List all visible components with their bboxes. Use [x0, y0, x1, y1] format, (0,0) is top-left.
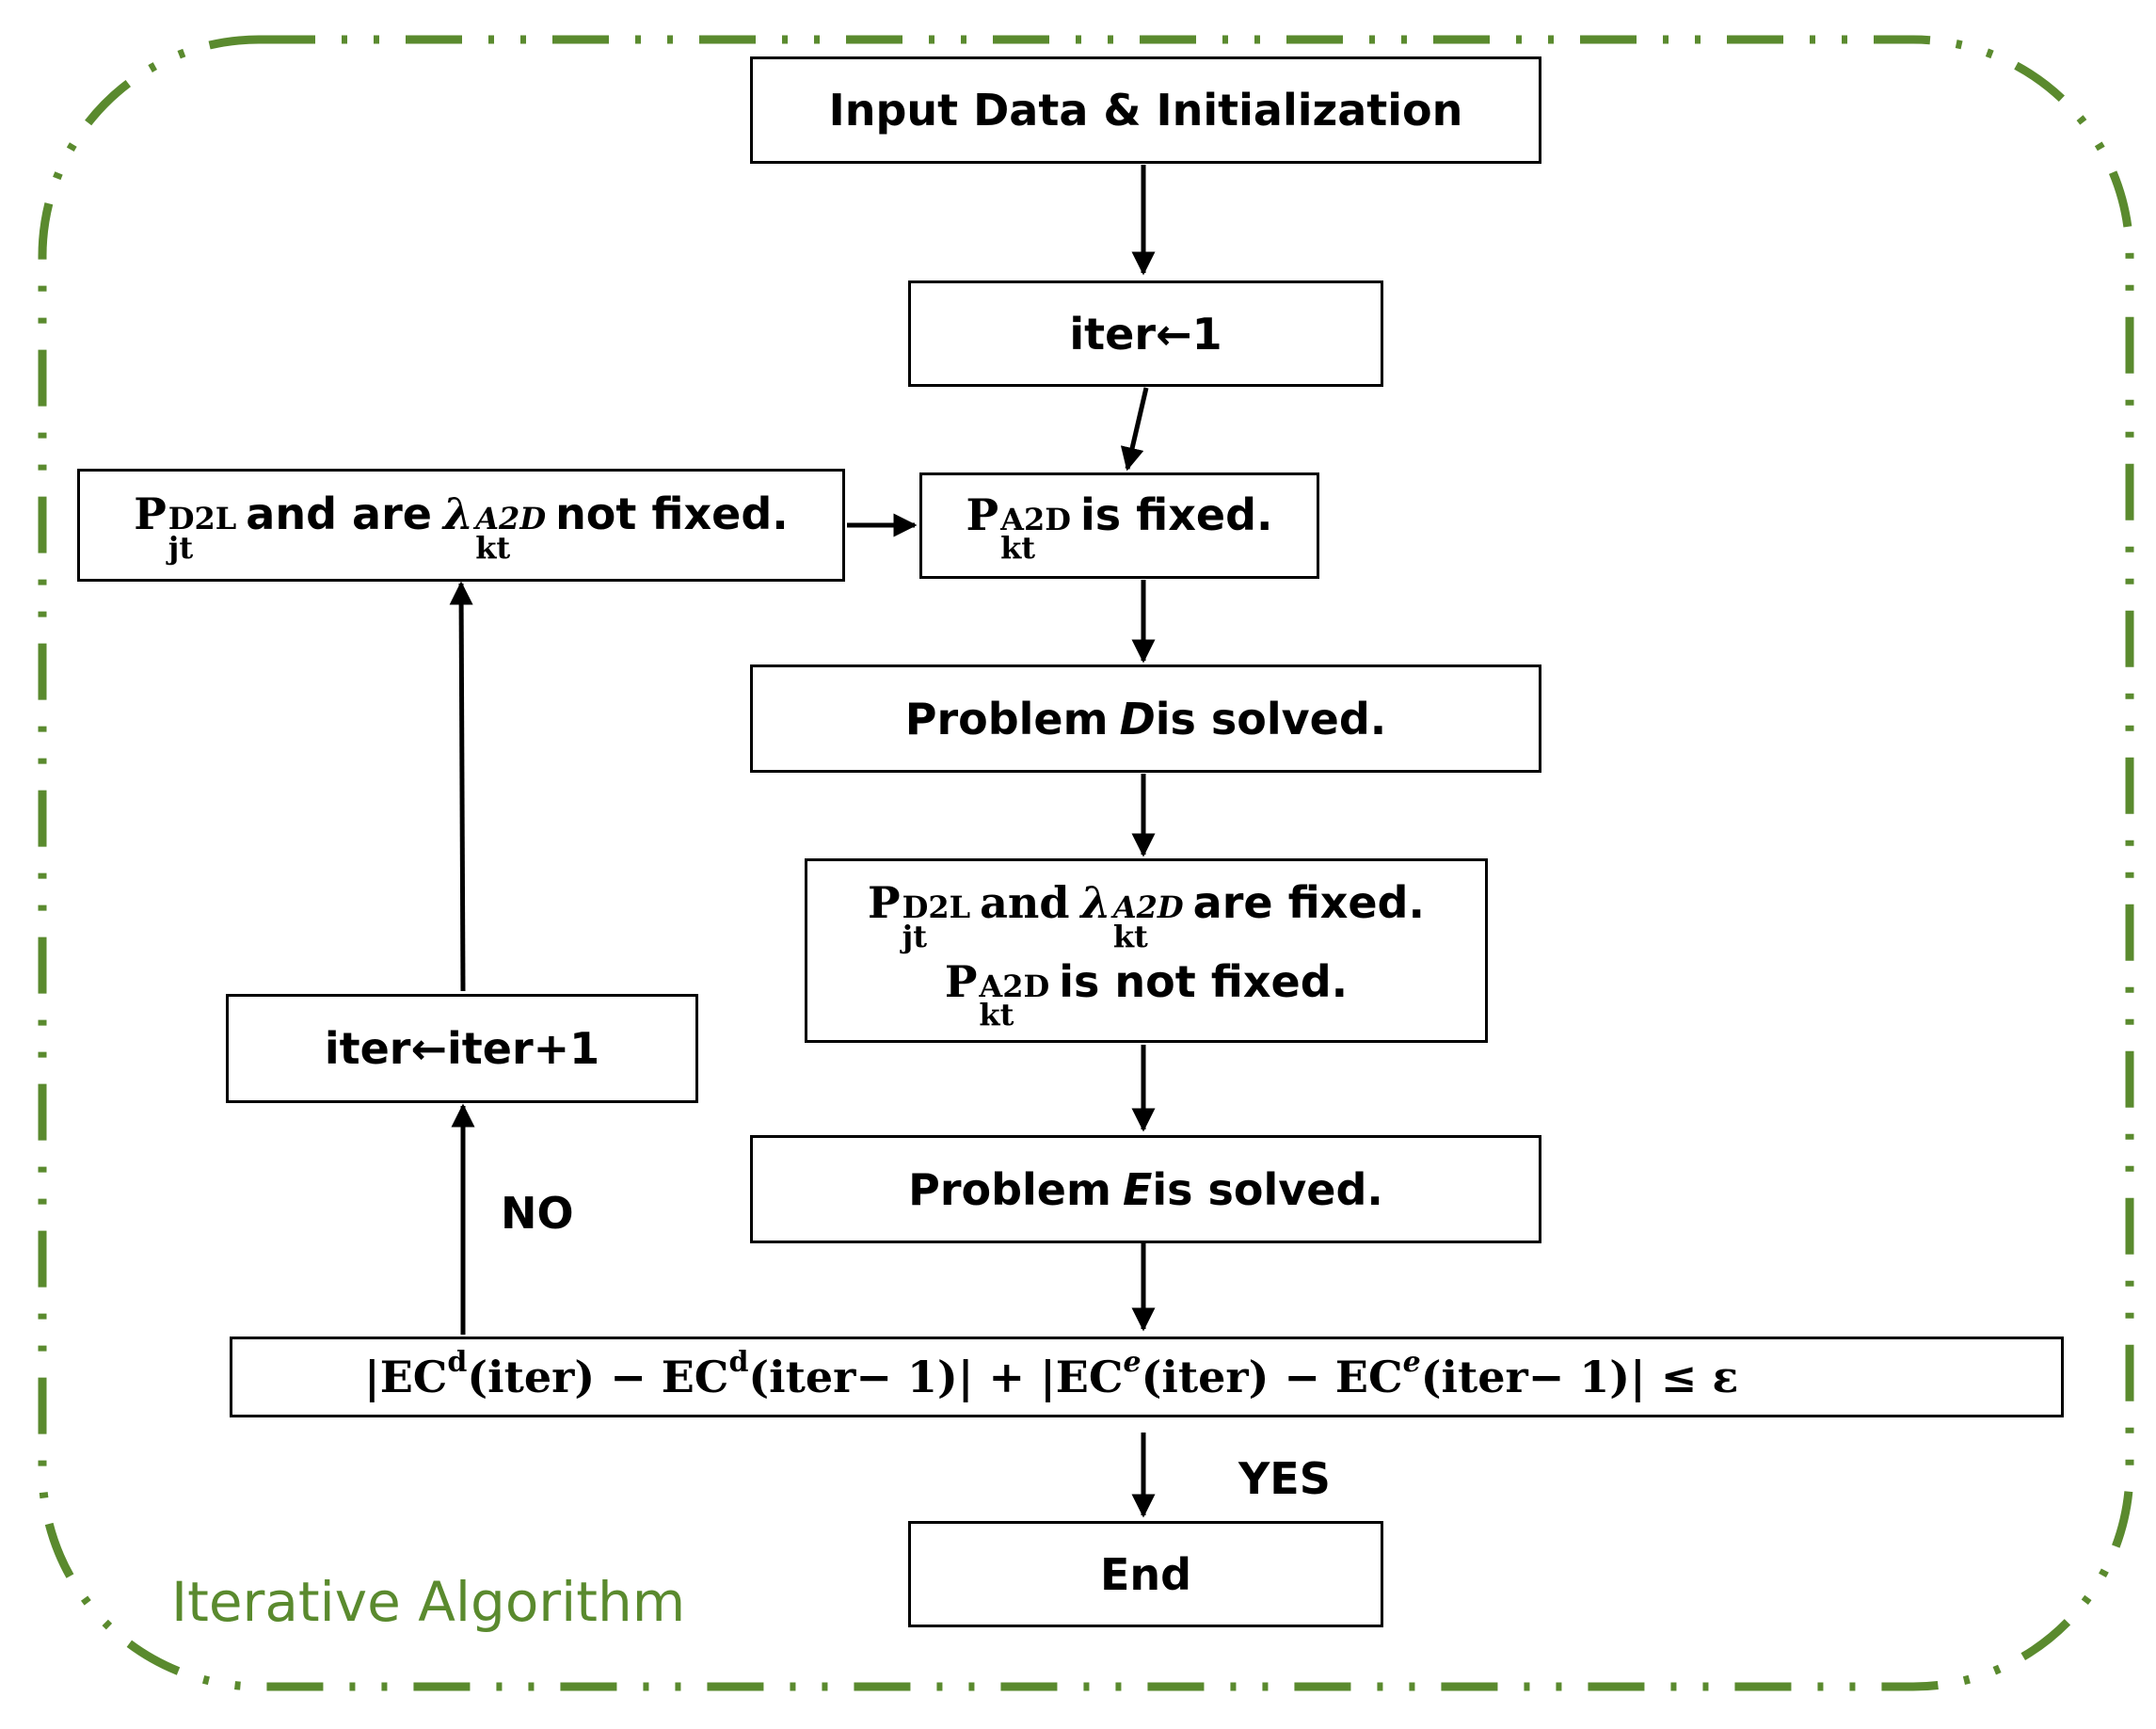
- problem-d-box: Problem D is solved.: [750, 664, 1541, 773]
- sup-lambda-a2d: A2D: [1112, 889, 1184, 926]
- iterative-algorithm-label: Iterative Algorithm: [166, 1570, 692, 1634]
- problem-d-suffix: is solved.: [1155, 693, 1387, 744]
- sup-d2l: D2L: [902, 889, 971, 926]
- var-lambda-left: λ: [442, 488, 474, 540]
- ec-e-term: EC: [1055, 1352, 1124, 1402]
- fixed-group-line2: P A2D kt is not fixed.: [944, 951, 1349, 1033]
- var-p: P: [966, 488, 999, 540]
- fixed-group-line1: P D2L jt and λ A2D kt are fixed.: [868, 872, 1425, 954]
- minus-1: −: [610, 1352, 647, 1402]
- problem-e-box: Problem E is solved.: [750, 1135, 1541, 1243]
- and-are-text: and are: [246, 488, 432, 540]
- iter-inc-text: iter←iter+1: [324, 1023, 600, 1074]
- not-fixed-text: not fixed.: [555, 488, 789, 540]
- iter-term: (iter): [467, 1352, 596, 1402]
- is-fixed-text: is fixed.: [1079, 488, 1273, 540]
- are-fixed-text: are fixed.: [1192, 877, 1425, 929]
- sup-d2l-left: D2L: [168, 501, 237, 537]
- arrow-iter-to-fixed: [1120, 387, 1149, 472]
- not-fixed-box: P D2L jt and are λ A2D kt not fixed.: [77, 469, 845, 582]
- not-fixed-row: P D2L jt and are λ A2D kt not fixed.: [134, 488, 789, 566]
- var-p-d2l: P: [868, 877, 901, 929]
- fixed-group-box: P D2L jt and λ A2D kt are fixed. P A2D k…: [805, 858, 1488, 1043]
- sub-lambda-left: kt: [475, 529, 511, 566]
- condition-box: |ECd(iter) − ECd(iter− 1)| + |ECe(iter) …: [230, 1337, 2064, 1417]
- subsup-lambda-left: A2D kt: [475, 501, 547, 566]
- sub-jt-left: jt: [168, 529, 194, 566]
- sup-a2d-2: A2D: [979, 969, 1050, 1004]
- input-data-text: Input Data & Initialization: [828, 85, 1463, 136]
- problem-d-var: D: [1119, 693, 1156, 744]
- iter-prev-term: (iter− 1): [748, 1352, 958, 1402]
- ec-d-term-2: EC: [661, 1352, 729, 1402]
- problem-d-row: Problem D is solved.: [905, 694, 1387, 744]
- problem-e-var: E: [1122, 1163, 1153, 1215]
- subsup-a2d-kt-2: A2D kt: [979, 969, 1050, 1033]
- epsilon: ε: [1712, 1352, 1739, 1402]
- sup-d: d: [447, 1346, 468, 1379]
- ec-e-term-2: EC: [1334, 1352, 1403, 1402]
- and-text: and: [980, 877, 1070, 929]
- arrow-iter-inc-to-notfixed: [449, 581, 473, 992]
- var-p-d2l-left: P: [134, 488, 167, 540]
- sub-lambda-kt: kt: [1112, 918, 1148, 954]
- iter-inc-box: iter←iter+1: [226, 994, 698, 1103]
- abs-right: |: [957, 1352, 974, 1402]
- iter-init-box: iter←1: [908, 280, 1383, 387]
- subsup-d2l-jt: D2L jt: [902, 889, 971, 954]
- iter-term-2: (iter): [1141, 1352, 1270, 1402]
- sub-kt: kt: [1000, 530, 1036, 566]
- input-data-box: Input Data & Initialization: [750, 56, 1541, 164]
- sub-jt: jt: [902, 918, 927, 954]
- var-p-a2d: P: [944, 956, 978, 1007]
- sub-kt-2: kt: [979, 997, 1014, 1033]
- no-label: NO: [501, 1188, 574, 1239]
- convergence-condition: |ECd(iter) − ECd(iter− 1)| + |ECe(iter) …: [364, 1349, 1739, 1403]
- minus-2: −: [1284, 1352, 1320, 1402]
- problem-e-row: Problem E is solved.: [908, 1164, 1383, 1215]
- var-lambda: λ: [1080, 877, 1111, 929]
- problem-d-prefix: Problem: [904, 693, 1109, 744]
- sup-lambda-left: A2D: [475, 501, 547, 537]
- is-not-fixed-text: is not fixed.: [1059, 956, 1349, 1007]
- end-text: End: [1099, 1548, 1192, 1600]
- yes-label: YES: [1238, 1453, 1331, 1504]
- ec-d-term: EC: [379, 1352, 448, 1402]
- iter-init-text: iter←1: [1069, 308, 1222, 360]
- sup-a2d: A2D: [1000, 501, 1071, 537]
- iter-prev-term-2: (iter− 1): [1420, 1352, 1631, 1402]
- p-a2d-fixed-row: P A2D kt is fixed.: [966, 488, 1273, 566]
- abs-left-2: |: [1040, 1352, 1056, 1402]
- sup-d-2: d: [728, 1346, 749, 1379]
- sup-e-2: e: [1402, 1346, 1421, 1379]
- subsup-d2l-jt-left: D2L jt: [168, 501, 237, 566]
- leq-sign: ≤: [1660, 1352, 1698, 1402]
- abs-right-2: |: [1630, 1352, 1646, 1402]
- problem-e-prefix: Problem: [908, 1163, 1111, 1215]
- iterative-frame-border: [38, 35, 2134, 1691]
- plus-sign: +: [988, 1352, 1026, 1402]
- subsup-lambda-a2d-kt: A2D kt: [1112, 889, 1184, 954]
- problem-e-suffix: is solved.: [1152, 1163, 1383, 1215]
- end-box: End: [908, 1521, 1383, 1627]
- subsup-a2d-kt: A2D kt: [1000, 501, 1071, 566]
- p-a2d-fixed-box: P A2D kt is fixed.: [919, 472, 1319, 579]
- abs-left: |: [364, 1352, 380, 1402]
- sup-e: e: [1123, 1346, 1142, 1379]
